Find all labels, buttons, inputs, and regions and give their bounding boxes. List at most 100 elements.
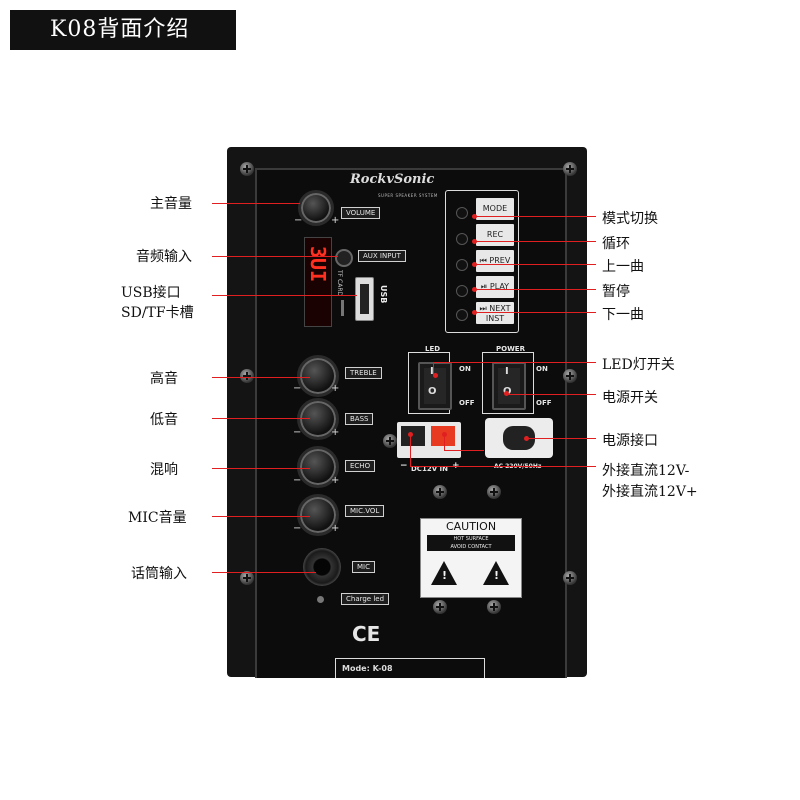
callout-dcplus: 外接直流12V+ [602,484,698,500]
minus-icon: − [293,475,302,486]
led-display: 3UI [304,237,332,327]
callout-line [433,362,434,375]
caution-title: CAUTION [445,520,497,533]
callout-mode: 模式切换 [602,211,658,227]
callout-dot [524,436,529,441]
power-switch[interactable] [492,362,526,410]
charge-led [317,596,324,603]
callout-usb: USB接口 [121,285,181,301]
minus-icon: − [294,215,303,226]
dc-minus-sign: − [400,461,408,471]
callout-volume: 主音量 [150,196,192,212]
power-off-label: OFF [536,399,552,407]
callout-dot [472,262,477,267]
caution-label: CAUTION HOT SURFACE AVOID CONTACT [420,518,522,598]
mic-label: MIC [352,561,375,573]
callout-aux: 音频输入 [136,249,192,265]
callout-line [476,216,596,217]
callout-prev: 上一曲 [602,259,644,275]
callout-line [508,394,596,395]
power-on-label: ON [536,365,548,373]
screw-icon [563,369,577,383]
plus-icon: + [331,523,340,534]
plus-icon: + [331,383,340,394]
prev-button[interactable] [456,259,468,271]
callout-line [212,468,310,469]
screw-icon [240,162,254,176]
next-button-label: ⏭ NEXT INST [476,302,514,324]
caution-line2: AVOID CONTACT [450,544,492,550]
callout-line [410,466,596,467]
usb-port[interactable] [355,277,374,321]
electric-warning-icon [483,561,509,585]
aux-input-jack[interactable] [335,249,353,267]
mode-button-label: MODE [476,198,514,220]
screw-icon [563,571,577,585]
next-label: ⏭ NEXT INST [479,304,511,323]
tf-card-slot[interactable] [341,300,344,316]
prev-label: ⏮ PREV [479,256,511,265]
page-title: K08背面介绍 [10,10,236,50]
screw-icon [240,369,254,383]
treble-knob[interactable] [297,355,339,397]
brand-logo: RockvSonic [350,172,435,187]
echo-label: ECHO [345,460,376,472]
mic-input-jack[interactable] [303,548,341,586]
play-button[interactable] [456,285,468,297]
warning-icon [431,561,457,585]
callout-mic: 话筒输入 [131,566,187,582]
plus-icon: + [331,475,340,486]
callout-echo: 混响 [150,462,178,478]
callout-line [433,362,596,363]
switch-off-mark: O [428,386,437,397]
rec-button-label: REC [476,224,514,246]
callout-line [444,434,445,450]
screw-icon [240,571,254,585]
screw-icon [383,434,397,448]
prev-button-label: ⏮ PREV [476,250,514,272]
callout-treble: 高音 [150,371,178,387]
tf-card-label: TF CARD [336,270,343,297]
callout-micvol: MIC音量 [128,510,187,526]
callout-ac: 电源接口 [602,433,658,449]
callout-line [528,438,596,439]
echo-knob[interactable] [297,446,339,488]
volume-knob[interactable] [298,190,334,226]
callout-sdtf: SD/TF卡槽 [121,305,194,321]
rec-button[interactable] [456,233,468,245]
callout-line [476,312,596,313]
screw-icon [487,600,501,614]
plus-icon: + [331,427,340,438]
led-off-label: OFF [459,399,475,407]
charge-led-label: Charge led [341,593,390,605]
switch-on-mark: I [430,366,434,377]
led-switch[interactable] [418,362,452,410]
callout-line [444,450,484,451]
callout-line [212,572,316,573]
callout-line [476,264,596,265]
display-text: 3UI [306,246,330,283]
callout-dcminus: 外接直流12V- [602,463,690,479]
callout-dot [472,310,477,315]
bass-knob[interactable] [297,398,339,440]
callout-line [212,418,310,419]
minus-icon: − [293,383,302,394]
callout-line [212,295,357,296]
model-label: Mode: K-08 [335,658,485,678]
screw-icon [487,485,501,499]
rec-label: REC [486,230,504,239]
screw-icon [563,162,577,176]
screw-icon [433,485,447,499]
led-switch-label: LED [425,345,441,353]
play-button-label: ⏯ PLAY [476,276,514,298]
power-switch-label: POWER [496,345,525,353]
dc-label: DC12V IN [411,465,449,473]
mode-button[interactable] [456,207,468,219]
next-button[interactable] [456,309,468,321]
callout-bass: 低音 [150,412,178,428]
minus-icon: − [293,523,302,534]
power-switch-frame [482,352,534,414]
dc-terminal[interactable] [397,422,461,458]
callout-line [212,256,338,257]
mic-volume-knob[interactable] [297,494,339,536]
